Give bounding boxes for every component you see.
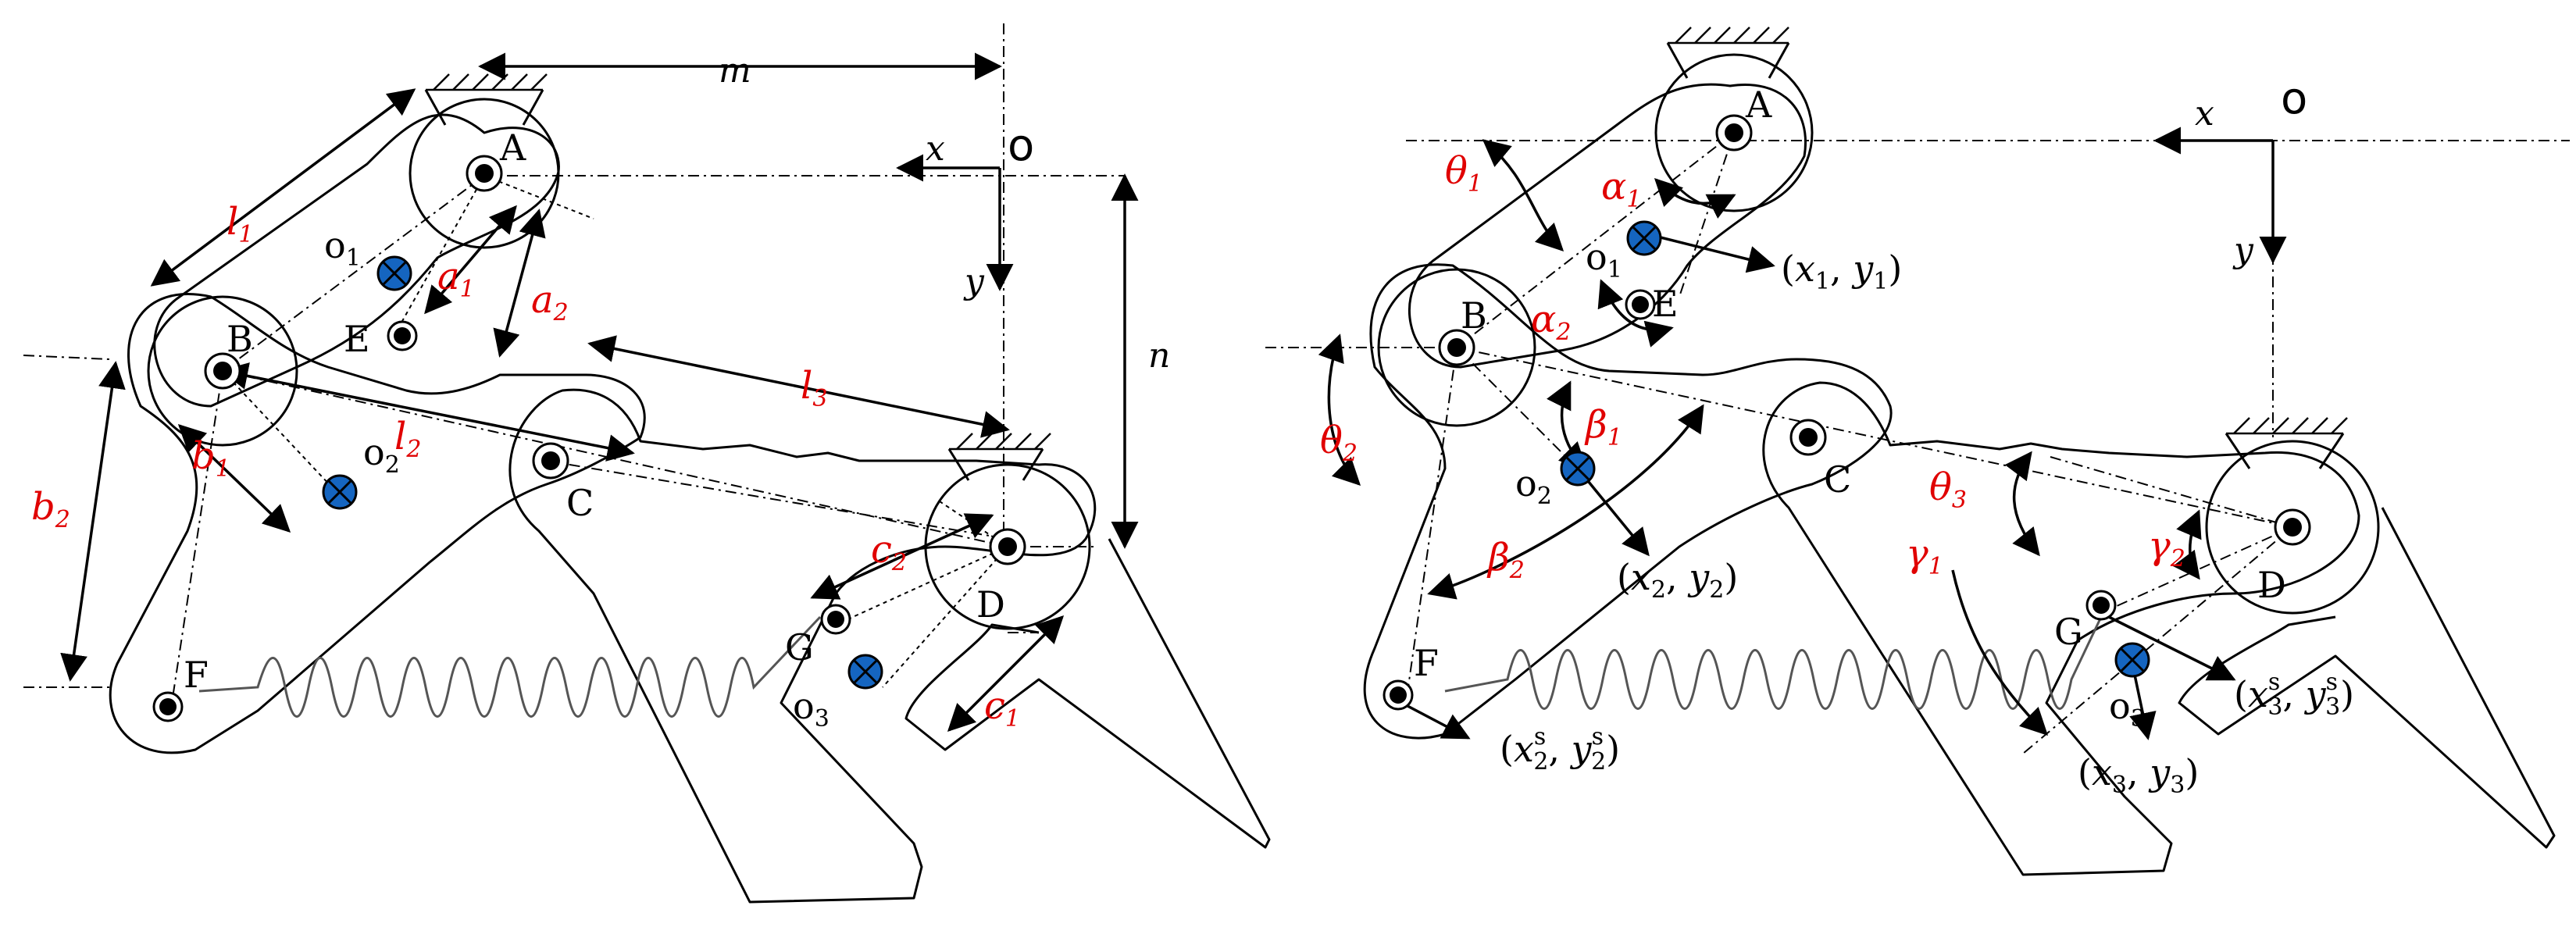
ground-hatch-icon	[424, 73, 548, 126]
center-label-o2: o2	[363, 431, 400, 479]
dim-label-b2: b2	[31, 485, 70, 533]
ground-hatch-icon	[2225, 417, 2348, 469]
fixed-finger-D	[904, 538, 1271, 849]
pin-joint-icon	[152, 691, 184, 722]
spring	[198, 615, 822, 718]
angle-label-theta1: θ1	[1445, 149, 1482, 198]
cross-circle-icon	[1626, 220, 1662, 256]
pin-joint-icon	[989, 528, 1026, 565]
spring	[1444, 616, 2103, 710]
pin-joint-icon	[1789, 419, 1827, 456]
joint-label-D: D	[2257, 564, 2286, 606]
pin-joint-icon	[2085, 590, 2117, 621]
angle-label-theta2: θ2	[1320, 419, 1358, 467]
dim-label-a2: a2	[531, 278, 569, 326]
joint-label-G: G	[785, 626, 814, 669]
angle-label-gamma2: γ2	[2148, 524, 2185, 572]
dim-label-m: m	[719, 51, 751, 91]
dim-label-n: n	[1148, 336, 1170, 376]
dim-label-b1: b1	[191, 434, 230, 483]
joint-label-C: C	[566, 482, 594, 524]
angle-label-beta1: β1	[1584, 403, 1622, 451]
joint-label-E: E	[344, 318, 370, 360]
cross-circle-icon	[1560, 451, 1596, 487]
joint-D-disc	[2205, 440, 2380, 615]
dim-label-l1: l1	[227, 200, 253, 248]
left-figure: o x y A B C D E F G o1 o2 o3 m n l1 l2 l…	[23, 23, 1271, 904]
pin-joint-icon	[820, 604, 851, 635]
link-BCF	[1363, 263, 1893, 740]
dim-label-l3: l3	[801, 364, 827, 412]
pin-joint-icon	[1438, 329, 1475, 366]
angle-label-alpha2: α2	[1531, 298, 1572, 346]
angle-label-gamma1: γ1	[1906, 532, 1943, 580]
center-label-o1: o1	[1586, 236, 1622, 283]
pin-joint-icon	[387, 320, 418, 351]
joint-label-C: C	[1824, 458, 1851, 501]
jaw-CD	[1762, 381, 2360, 876]
angle-label-beta2: β2	[1486, 536, 1525, 584]
x-axis-label: x	[2195, 94, 2214, 134]
joint-label-F: F	[184, 654, 209, 696]
pin-joint-icon	[466, 155, 503, 192]
cross-circle-icon	[847, 654, 883, 690]
joint-label-A: A	[1745, 84, 1772, 126]
origin-label: o	[2281, 73, 2307, 124]
right-figure: o x y A B C D E F G o1 o2 o3 θ1 θ2 θ3 α1…	[1265, 27, 2570, 876]
pin-joint-icon	[2274, 508, 2311, 546]
joint-label-G: G	[2054, 611, 2083, 653]
center-label-o3: o3	[2109, 685, 2146, 733]
ground-hatch-icon	[1666, 27, 1790, 79]
dim-label-a1: a1	[437, 255, 475, 303]
joint-label-A: A	[499, 127, 526, 169]
cross-circle-icon	[322, 474, 358, 510]
cross-circle-icon	[376, 255, 412, 291]
center-label-o2: o2	[1515, 462, 1552, 510]
pin-joint-icon	[204, 352, 241, 390]
center-label-o1: o1	[324, 224, 361, 272]
angle-label-theta3: θ3	[1929, 465, 1967, 514]
center-label-o3: o3	[793, 685, 830, 733]
cross-circle-icon	[2114, 642, 2150, 678]
ground-hatch-icon	[947, 433, 1051, 481]
joint-label-B: B	[1461, 294, 1487, 337]
x-axis-label: x	[926, 129, 945, 169]
dim-label-l2: l2	[394, 415, 421, 463]
dim-label-c1: c1	[984, 684, 1020, 733]
coord-label-o1: (x1, y1)	[1781, 248, 1902, 295]
pin-joint-icon	[1715, 114, 1753, 152]
dim-label-c2: c2	[871, 528, 907, 576]
joint-label-E: E	[1652, 283, 1679, 325]
joint-label-F: F	[1414, 642, 1439, 684]
joint-label-B: B	[227, 318, 253, 360]
joint-label-D: D	[976, 583, 1005, 626]
pin-joint-icon	[1625, 289, 1656, 320]
origin-label: o	[1008, 120, 1034, 171]
coord-label-o2: (x2, y2)	[1617, 556, 1738, 604]
angle-label-alpha1: α1	[1601, 165, 1642, 213]
pin-joint-icon	[532, 442, 569, 480]
pin-joint-icon	[1383, 679, 1414, 711]
coord-label-o3: (x3, y3)	[2078, 751, 2199, 799]
y-axis-label: y	[2232, 230, 2254, 270]
y-axis-label: y	[963, 262, 985, 301]
